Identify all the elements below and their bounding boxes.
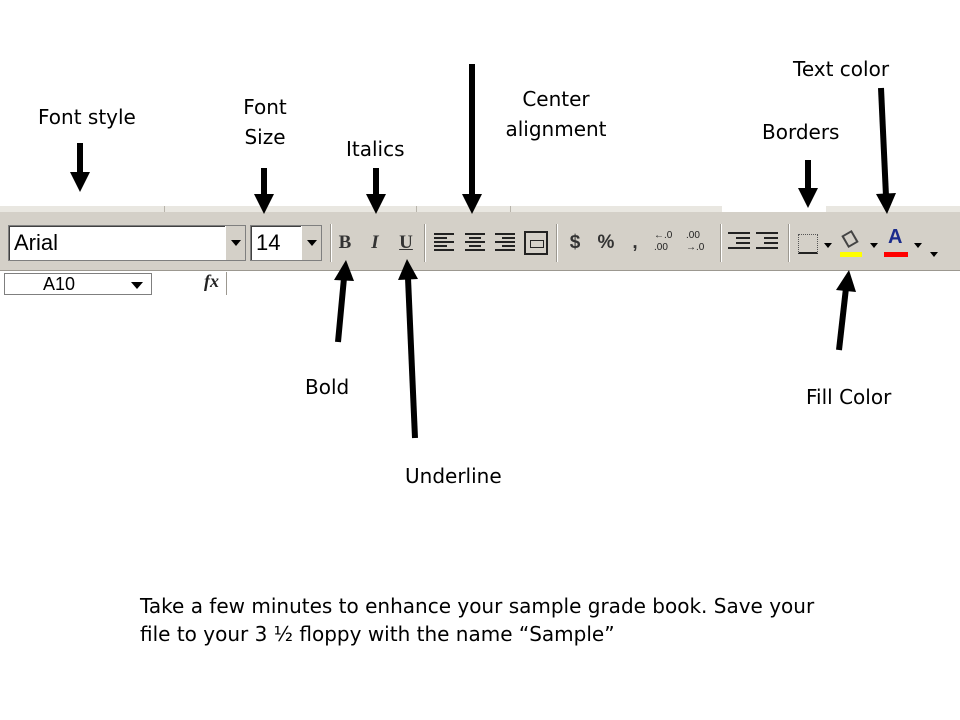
strip-divider [510, 206, 511, 214]
label-italics: Italics [346, 137, 405, 161]
decrease-indent-icon[interactable] [728, 232, 750, 254]
font-color-swatch [884, 252, 908, 257]
font-size-combo[interactable]: 14 [250, 225, 322, 261]
label-font-size-line2: Size [244, 125, 286, 149]
label-center-line1: Center [522, 87, 590, 111]
caption-line1: Take a few minutes to enhance your sampl… [140, 594, 815, 618]
fill-color-swatch [840, 252, 862, 257]
decrease-decimal-icon[interactable]: .00→.0 [686, 230, 705, 253]
borders-arrowhead [798, 188, 818, 208]
name-box[interactable]: A10 [4, 273, 152, 295]
font-name-value: Arial [14, 230, 59, 255]
name-box-dropdown-icon[interactable] [131, 282, 143, 289]
label-font-size-line1: Font [243, 95, 287, 119]
align-left-icon[interactable] [434, 233, 454, 253]
toolbar-options-icon[interactable] [930, 252, 938, 257]
font-color-dropdown-icon[interactable] [914, 243, 922, 248]
strip-divider [164, 206, 165, 214]
label-fill-color: Fill Color [806, 385, 892, 409]
underline-arrow [405, 277, 418, 439]
toolbar-separator [330, 224, 332, 262]
strip-divider [416, 206, 417, 214]
increase-decimal-icon[interactable]: ←.0.00 [654, 230, 673, 253]
instruction-caption: Take a few minutes to enhance your sampl… [140, 592, 920, 648]
fill-color-icon[interactable] [840, 229, 862, 258]
toolbar-separator [720, 224, 722, 262]
increase-indent-icon[interactable] [756, 232, 778, 254]
text-color-arrow [878, 87, 889, 197]
label-font-style: Font style [38, 105, 136, 129]
underline-button[interactable]: U [399, 232, 413, 253]
label-center-line2: alignment [505, 117, 607, 141]
label-text-color: Text color [793, 57, 890, 81]
borders-icon[interactable] [798, 234, 818, 254]
align-right-icon[interactable] [495, 233, 515, 253]
insert-function-icon[interactable]: fx [204, 271, 219, 291]
italic-button[interactable]: I [371, 232, 379, 253]
label-center-alignment: Center alignment [498, 84, 614, 144]
font-size-dropdown-icon[interactable] [301, 226, 321, 260]
align-center-icon[interactable] [465, 233, 485, 253]
font-style-arrowhead [70, 172, 90, 192]
merge-center-icon[interactable] [524, 231, 548, 255]
toolbar-separator [424, 224, 426, 262]
fill-color-dropdown-icon[interactable] [870, 243, 878, 248]
label-borders: Borders [762, 120, 840, 144]
font-size-value: 14 [256, 230, 281, 255]
label-bold: Bold [305, 375, 350, 399]
comma-button[interactable]: , [632, 232, 638, 253]
caption-line2: file to your 3 ½ floppy with the name “S… [140, 622, 615, 646]
bold-button[interactable]: B [338, 232, 352, 253]
currency-button[interactable]: $ [569, 232, 581, 253]
name-box-value: A10 [43, 274, 76, 294]
toolbar-separator [556, 224, 558, 262]
font-name-dropdown-icon[interactable] [225, 226, 245, 260]
formula-bar: A10 fx [0, 270, 960, 297]
toolbar-separator [788, 224, 790, 262]
label-font-size: Font Size [232, 92, 298, 152]
formula-input[interactable] [226, 272, 957, 295]
label-underline: Underline [405, 464, 502, 488]
excel-toolbar: Arial 14 B I U $ % , ←.0.00 .00→.0 [0, 206, 960, 298]
borders-dropdown-icon[interactable] [824, 243, 832, 248]
font-name-combo[interactable]: Arial [8, 225, 246, 261]
font-color-icon[interactable]: A [884, 226, 908, 258]
percent-button[interactable]: % [597, 232, 615, 253]
strip-tab [722, 206, 826, 213]
